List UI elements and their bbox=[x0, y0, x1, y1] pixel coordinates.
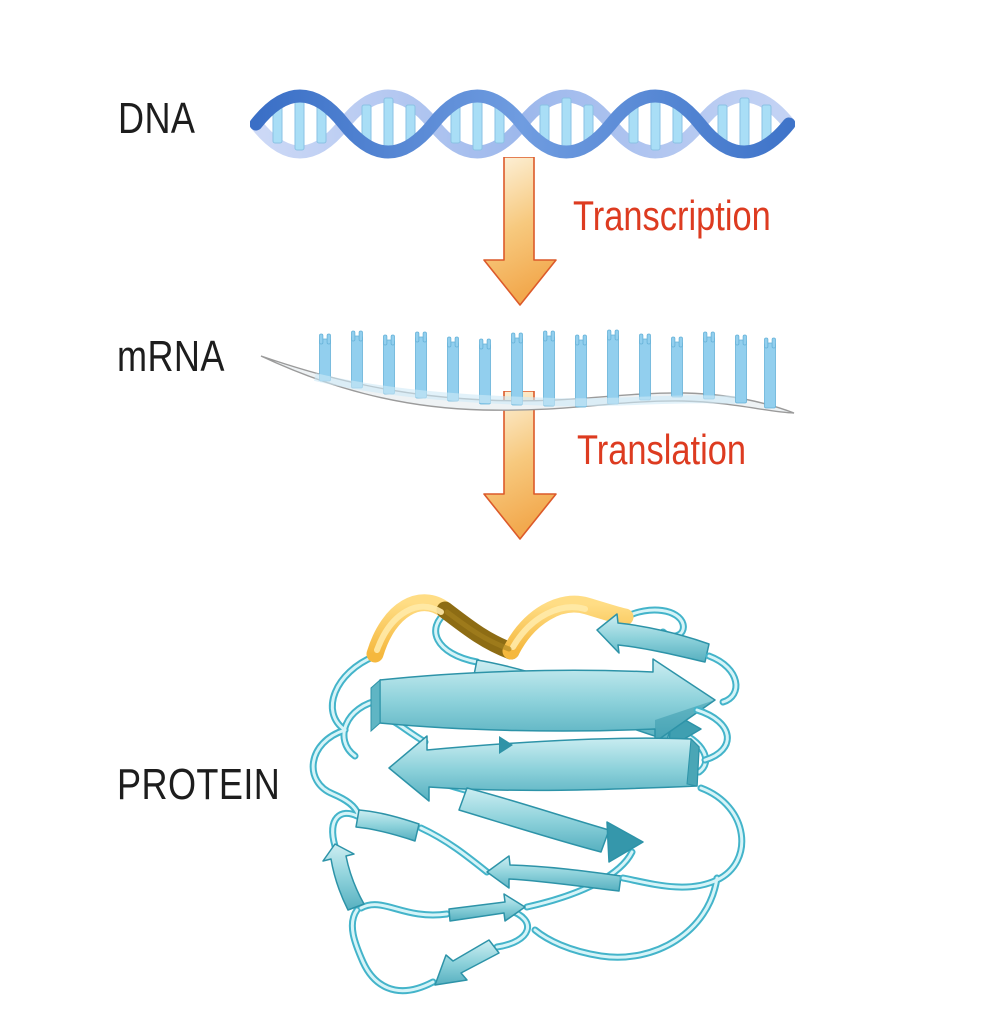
mrna-strand-illustration bbox=[255, 320, 800, 420]
dna-front-strand bbox=[256, 96, 789, 152]
translation-label: Translation bbox=[577, 429, 746, 471]
protein-label: PROTEIN bbox=[117, 763, 280, 807]
protein-alpha-helix bbox=[375, 603, 625, 654]
transcription-down-arrow-icon bbox=[482, 157, 558, 307]
protein-beta-arrow-top-right bbox=[597, 614, 709, 662]
protein-ribbon-illustration bbox=[285, 560, 765, 1015]
dna-helix-illustration bbox=[250, 78, 795, 170]
dna-label: DNA bbox=[118, 97, 195, 141]
transcription-label: Transcription bbox=[573, 195, 771, 237]
mrna-label: mRNA bbox=[117, 335, 225, 379]
